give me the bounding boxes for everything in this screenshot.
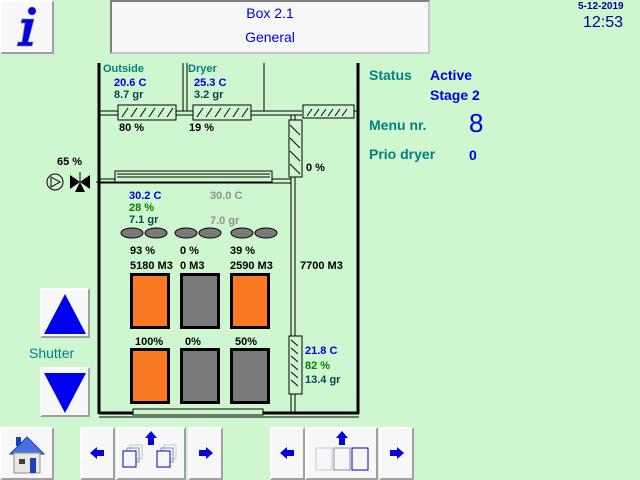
title-box: Box 2.1 General — [110, 0, 430, 54]
mix-temp: 30.2 C — [129, 190, 162, 202]
return-temp: 21.8 C — [305, 345, 338, 357]
arrow-left-icon — [90, 447, 104, 459]
prev-group-button[interactable] — [80, 427, 115, 480]
mix-rel-humidity: 28 % — [129, 202, 155, 214]
arrow-left-icon — [280, 447, 294, 459]
mix-abs-humidity: 7.1 gr — [129, 214, 159, 226]
lower-bin-2-percent: 0% — [185, 336, 201, 348]
page-overview-button[interactable] — [305, 427, 378, 480]
fan2-volume: 0 M3 — [180, 260, 205, 272]
fan2-percent: 0 % — [180, 245, 199, 257]
title-line2: General — [245, 29, 295, 45]
lower-bin-3[interactable] — [230, 348, 270, 404]
home-icon — [8, 436, 46, 474]
lower-bin-1[interactable] — [130, 348, 170, 404]
prio-dryer-label: Prio dryer — [369, 146, 436, 162]
fan3-percent: 39 % — [230, 245, 256, 257]
info-icon — [16, 6, 37, 47]
title-line1: Box 2.1 — [246, 5, 294, 21]
recirculation-valve — [288, 119, 303, 178]
outside-valve — [117, 104, 177, 121]
time: 12:53 — [583, 14, 624, 31]
pages-up-icon — [122, 431, 177, 468]
shutter-up-button[interactable] — [40, 288, 90, 338]
next-group-button[interactable] — [188, 427, 223, 480]
stage-value: Stage 2 — [430, 87, 480, 103]
shutter-label: Shutter — [29, 345, 75, 361]
down-triangle-icon — [44, 373, 86, 413]
upper-bin-2[interactable] — [180, 273, 220, 329]
pages-up-icon — [315, 431, 369, 471]
exhaust-valve — [302, 104, 355, 119]
date: 5-12-2019 — [578, 1, 624, 12]
dryer-valve-percent: 19 % — [189, 122, 215, 134]
return-rel-humidity: 82 % — [305, 360, 331, 372]
status-label: Status — [369, 67, 412, 83]
dryer-label: Dryer — [188, 63, 217, 75]
next-page-button[interactable] — [379, 427, 414, 480]
menu-value[interactable]: 8 — [469, 108, 484, 138]
outside-abs-humidity: 8.7 gr — [114, 89, 144, 101]
set-temp: 30.0 C — [210, 190, 243, 202]
recirculation-valve-percent: 0 % — [306, 162, 325, 174]
return-valve — [288, 335, 303, 395]
menu-label: Menu nr. — [369, 117, 427, 133]
prio-dryer-value[interactable]: 0 — [469, 147, 477, 163]
return-abs-humidity: 13.4 gr — [305, 374, 341, 386]
fans — [120, 227, 278, 239]
dryer-temp: 25.3 C — [194, 77, 227, 89]
lower-bin-3-percent: 50% — [235, 336, 258, 348]
shutter-down-button[interactable] — [40, 367, 90, 417]
fan1-volume: 5180 M3 — [130, 260, 173, 272]
dryer-valve — [192, 104, 252, 121]
fan1-percent: 93 % — [130, 245, 156, 257]
home-button[interactable] — [0, 427, 54, 480]
outside-valve-percent: 80 % — [119, 122, 145, 134]
set-abs-humidity: 7.0 gr — [210, 215, 240, 227]
info-button[interactable] — [0, 0, 54, 54]
upper-bin-3[interactable] — [230, 273, 270, 329]
total-volume: 7700 M3 — [300, 260, 343, 272]
upper-bin-1[interactable] — [130, 273, 170, 329]
fan-percent: 65 % — [57, 156, 83, 168]
lower-bin-2[interactable] — [180, 348, 220, 404]
status-value: Active — [430, 67, 473, 83]
prev-page-button[interactable] — [270, 427, 305, 480]
fan-icon — [46, 172, 90, 192]
lower-bin-1-percent: 100% — [135, 336, 164, 348]
up-triangle-icon — [44, 294, 86, 334]
fan3-volume: 2590 M3 — [230, 260, 273, 272]
arrow-right-icon — [390, 447, 404, 459]
dryer-abs-humidity: 3.2 gr — [194, 89, 224, 101]
outside-temp: 20.6 C — [114, 77, 147, 89]
outside-label: Outside — [103, 63, 144, 75]
arrow-right-icon — [199, 447, 213, 459]
group-overview-button[interactable] — [116, 427, 186, 480]
